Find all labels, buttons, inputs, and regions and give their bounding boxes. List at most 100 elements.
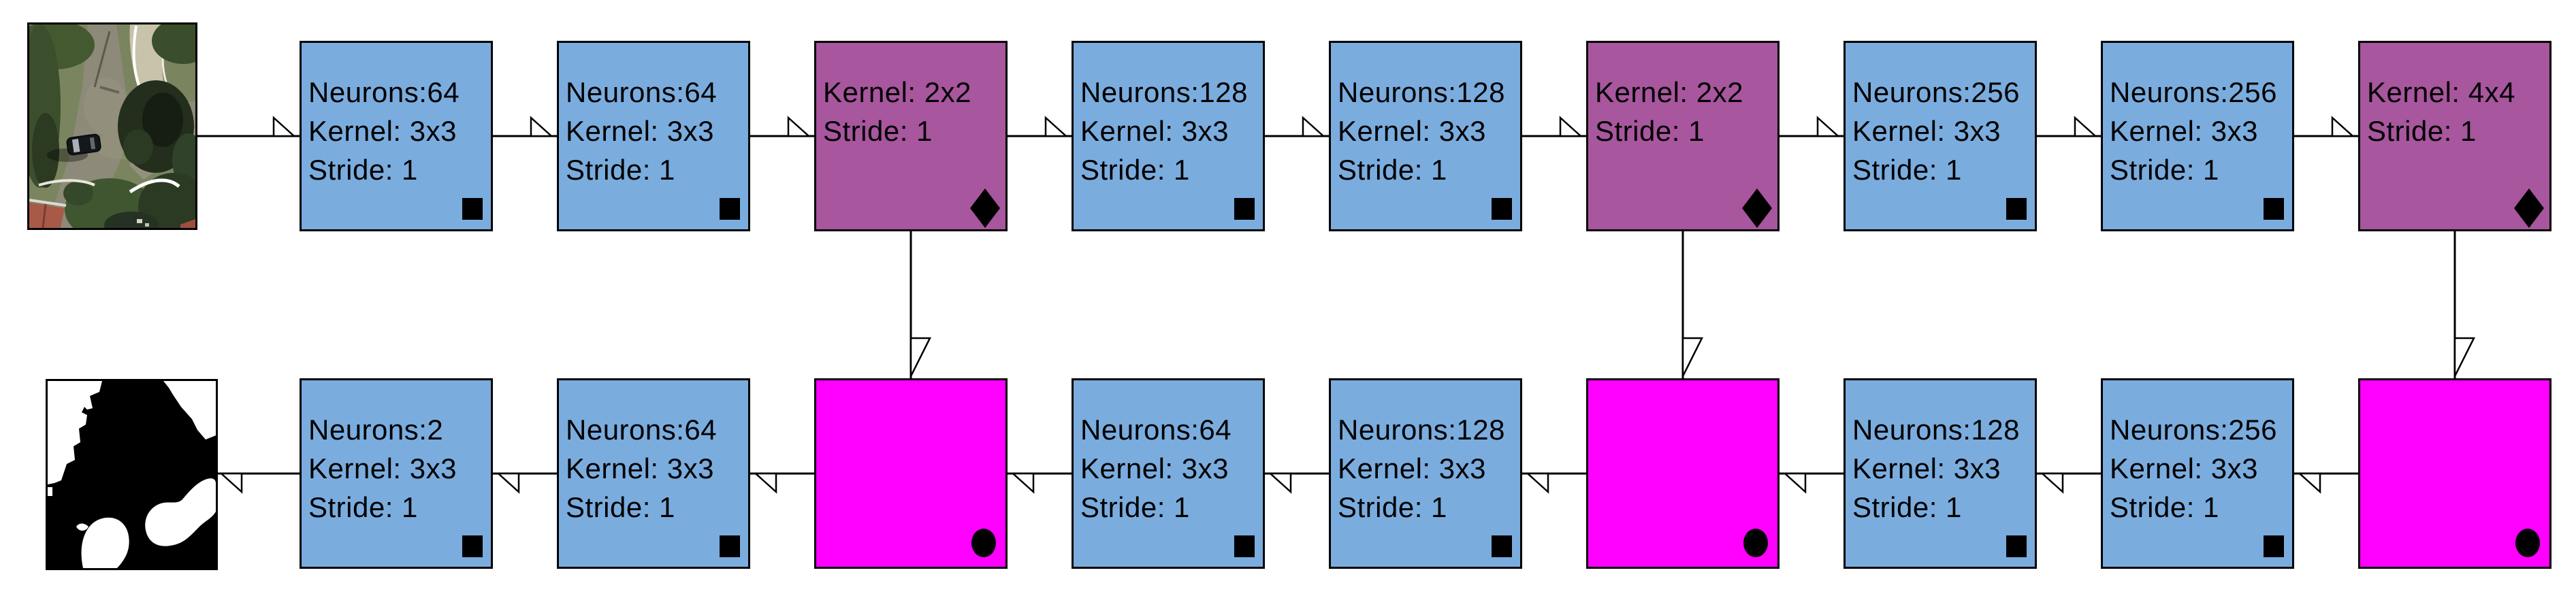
- input-aerial-image: [27, 22, 197, 230]
- segmentation-mask-drawing: [48, 381, 216, 568]
- layer-line: Kernel: 2x2: [1595, 76, 1743, 108]
- layer-label: Neurons:2 Kernel: 3x3 Stride: 1: [308, 410, 488, 527]
- pooling-layer-box: Kernel: 4x4 Stride: 1: [2358, 41, 2551, 231]
- conv-layer-box: Neurons:256 Kernel: 3x3 Stride: 1: [1844, 41, 2037, 231]
- aerial-photo-drawing: [29, 24, 195, 228]
- square-marker: [2264, 198, 2284, 220]
- layer-line: Neurons:64: [566, 414, 718, 446]
- pooling-layer-box: Kernel: 2x2 Stride: 1: [1586, 41, 1780, 231]
- arrow-left: [1008, 472, 1072, 494]
- layer-line: Kernel: 3x3: [308, 452, 457, 484]
- arrow-down: [1681, 231, 1704, 378]
- layer-line: Kernel: 3x3: [566, 452, 714, 484]
- pooling-layer-box: Kernel: 2x2 Stride: 1: [814, 41, 1008, 231]
- arrow-right: [1265, 116, 1329, 137]
- diamond-marker: [2514, 188, 2544, 228]
- layer-label: Neurons:256 Kernel: 3x3 Stride: 1: [2110, 410, 2289, 527]
- layer-label: Neurons:256 Kernel: 3x3 Stride: 1: [1852, 73, 2032, 189]
- circle-marker: [1743, 529, 1768, 557]
- conv-layer-box: Neurons:128 Kernel: 3x3 Stride: 1: [1072, 41, 1265, 231]
- arrow-down: [909, 231, 932, 378]
- layer-line: Kernel: 3x3: [566, 115, 714, 147]
- circle-marker: [971, 529, 996, 557]
- layer-label: Neurons:64 Kernel: 3x3 Stride: 1: [1080, 410, 1260, 527]
- layer-line: Neurons:256: [2110, 76, 2277, 108]
- layer-line: Kernel: 3x3: [308, 115, 457, 147]
- arrow-right: [195, 116, 300, 137]
- car-icon: [66, 133, 101, 156]
- conv-layer-box: Neurons:2 Kernel: 3x3 Stride: 1: [300, 378, 493, 569]
- layer-label: Neurons:128 Kernel: 3x3 Stride: 1: [1338, 73, 1517, 189]
- arrow-right: [2294, 116, 2358, 137]
- arrow-left: [2037, 472, 2101, 494]
- arrow-left: [750, 472, 814, 494]
- layer-line: Kernel: 3x3: [1338, 115, 1486, 147]
- arrow-left: [1780, 472, 1844, 494]
- layer-line: Stride: 1: [2367, 115, 2477, 147]
- square-marker: [462, 198, 483, 220]
- arrow-right: [1780, 116, 1844, 137]
- conv-layer-box: Neurons:128 Kernel: 3x3 Stride: 1: [1844, 378, 2037, 569]
- arrow-left: [493, 472, 557, 494]
- conv-layer-box: Neurons:128 Kernel: 3x3 Stride: 1: [1329, 41, 1522, 231]
- layer-line: Stride: 1: [566, 154, 675, 186]
- diamond-marker: [1742, 188, 1772, 228]
- square-marker: [720, 535, 740, 557]
- layer-line: Neurons:128: [1338, 414, 1505, 446]
- layer-line: Neurons:64: [308, 76, 460, 108]
- layer-line: Kernel: 3x3: [1080, 452, 1229, 484]
- upsampling-layer-box: [1586, 378, 1780, 569]
- layer-line: Kernel: 2x2: [823, 76, 971, 108]
- layer-line: Stride: 1: [308, 154, 418, 186]
- layer-label: Neurons:64 Kernel: 3x3 Stride: 1: [566, 73, 745, 189]
- layer-line: Stride: 1: [1080, 154, 1190, 186]
- arrow-right: [750, 116, 814, 137]
- layer-line: Stride: 1: [1595, 115, 1705, 147]
- square-marker: [2006, 535, 2027, 557]
- layer-line: Neurons:128: [1080, 76, 1248, 108]
- layer-label: Neurons:256 Kernel: 3x3 Stride: 1: [2110, 73, 2289, 189]
- arrow-right: [493, 116, 557, 137]
- square-marker: [462, 535, 483, 557]
- layer-label: Kernel: 2x2 Stride: 1: [1595, 73, 1775, 150]
- square-marker: [2006, 198, 2027, 220]
- square-marker: [720, 198, 740, 220]
- layer-label: Neurons:128 Kernel: 3x3 Stride: 1: [1338, 410, 1517, 527]
- conv-layer-box: Neurons:256 Kernel: 3x3 Stride: 1: [2101, 41, 2294, 231]
- layer-line: Kernel: 3x3: [1080, 115, 1229, 147]
- square-marker: [1234, 198, 1255, 220]
- arrow-left: [1522, 472, 1586, 494]
- diamond-marker: [970, 188, 1000, 228]
- arrow-right: [1522, 116, 1586, 137]
- arrow-left: [216, 472, 300, 494]
- layer-line: Stride: 1: [2110, 491, 2219, 523]
- square-marker: [1492, 198, 1512, 220]
- layer-line: Stride: 1: [823, 115, 933, 147]
- layer-line: Neurons:64: [1080, 414, 1232, 446]
- conv-layer-box: Neurons:64 Kernel: 3x3 Stride: 1: [557, 41, 750, 231]
- square-marker: [1234, 535, 1255, 557]
- upsampling-layer-box: [814, 378, 1008, 569]
- layer-label: Neurons:64 Kernel: 3x3 Stride: 1: [308, 73, 488, 189]
- layer-line: Neurons:256: [1852, 76, 2020, 108]
- layer-line: Neurons:2: [308, 414, 444, 446]
- layer-line: Kernel: 3x3: [2110, 452, 2258, 484]
- layer-line: Stride: 1: [1338, 154, 1447, 186]
- conv-layer-box: Neurons:64 Kernel: 3x3 Stride: 1: [557, 378, 750, 569]
- layer-label: Neurons:128 Kernel: 3x3 Stride: 1: [1080, 73, 1260, 189]
- conv-layer-box: Neurons:64 Kernel: 3x3 Stride: 1: [1072, 378, 1265, 569]
- layer-line: Kernel: 4x4: [2367, 76, 2515, 108]
- layer-line: Stride: 1: [1852, 154, 1962, 186]
- layer-line: Stride: 1: [1080, 491, 1190, 523]
- arrow-right: [2037, 116, 2101, 137]
- layer-line: Stride: 1: [1338, 491, 1447, 523]
- layer-line: Neurons:64: [566, 76, 718, 108]
- layer-label: Kernel: 2x2 Stride: 1: [823, 73, 1003, 150]
- conv-layer-box: Neurons:256 Kernel: 3x3 Stride: 1: [2101, 378, 2294, 569]
- arrow-down: [2453, 231, 2476, 378]
- layer-line: Kernel: 3x3: [2110, 115, 2258, 147]
- arrow-right: [1008, 116, 1072, 137]
- circle-marker: [2515, 529, 2540, 557]
- upsampling-layer-box: [2358, 378, 2551, 569]
